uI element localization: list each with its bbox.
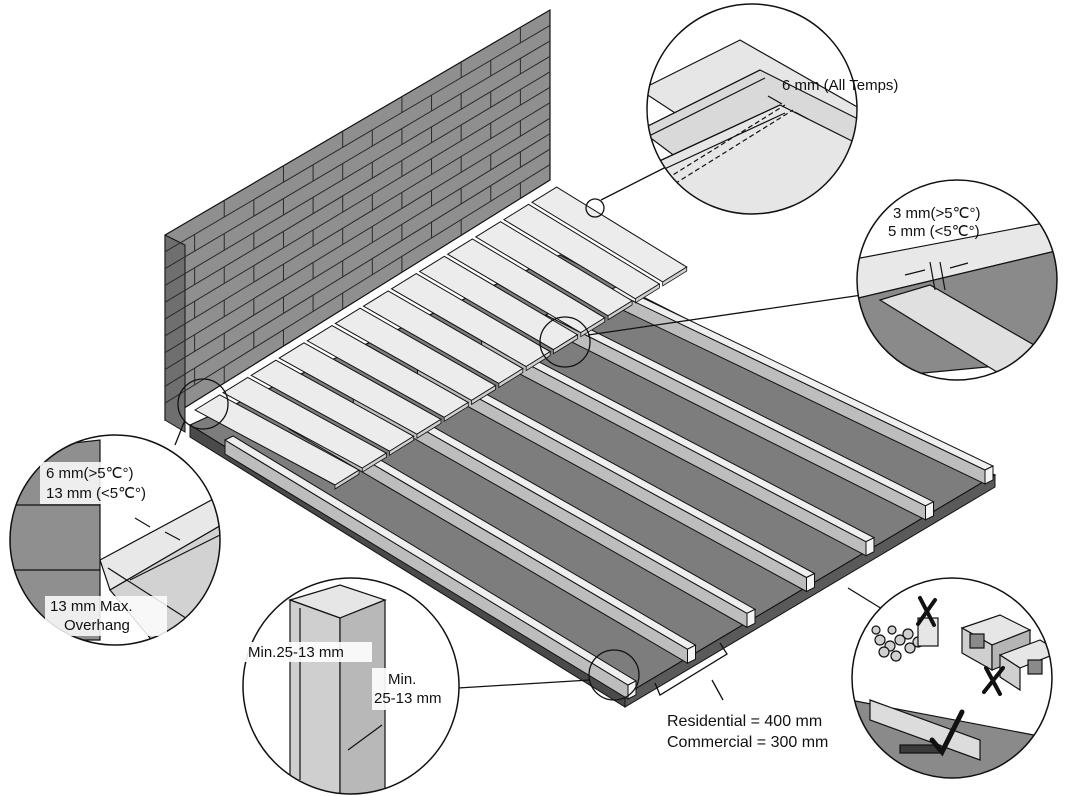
brick-course-line — [164, 117, 551, 354]
joist-height-label: Min.25-13 mm — [248, 644, 344, 661]
joist-spacing-bracket — [654, 642, 728, 696]
residential-spacing-label: Residential = 400 mm — [667, 713, 822, 730]
deck-board-end — [416, 418, 442, 439]
deck-boards — [193, 186, 688, 490]
right-gap-warm-label: 3 mm(>5℃°) — [893, 205, 980, 222]
brick-course-line — [164, 40, 551, 270]
joist-end — [865, 536, 875, 557]
right-gap-cold-label: 5 mm (<5℃°) — [888, 223, 980, 240]
callout-joist-size: Min.25-13 mm Min. 25-13 mm — [242, 577, 460, 795]
callout-board-end-gap: 6 mm (All Temps) — [646, 3, 898, 215]
hollow-blocks — [960, 614, 1052, 692]
brick-course-line — [164, 148, 551, 387]
deck-board-end — [634, 283, 660, 304]
top-gap-label: 6 mm (All Temps) — [782, 77, 898, 94]
cross-mark-icon — [916, 596, 937, 627]
overhang-value-label: 13 mm Max. — [50, 598, 133, 615]
brick-course-line — [164, 55, 551, 286]
joist-end — [687, 644, 696, 664]
joist-width-value-label: 25-13 mm — [374, 690, 442, 707]
deck-board-end — [553, 334, 578, 355]
deck-board-end — [498, 367, 524, 389]
brick-course-line — [164, 164, 551, 404]
cross-mark-icon — [982, 666, 1005, 696]
brick-course-line — [164, 25, 551, 253]
wall-gap-cold-label: 13 mm (<5℃°) — [46, 485, 146, 502]
brick-course-line — [164, 86, 551, 320]
overhang-word-label: Overhang — [64, 617, 130, 634]
brick-wall — [164, 8, 551, 433]
wall-side — [164, 234, 186, 433]
joist-end — [746, 608, 756, 629]
deck-board-end — [662, 266, 688, 287]
deck-board-end — [389, 435, 415, 456]
deck-board-end — [580, 317, 606, 338]
joist-end — [925, 501, 934, 521]
joist-end — [806, 572, 815, 593]
commercial-spacing-label: Commercial = 300 mm — [667, 734, 828, 751]
joist-end — [984, 465, 994, 485]
gravel-pile — [871, 625, 924, 662]
deck-board-end — [443, 401, 469, 423]
brick-course-line — [164, 133, 551, 370]
callout-support-options — [851, 577, 1053, 779]
deck-board-end — [607, 300, 633, 321]
callout-wall-gap: 6 mm(>5℃°) 13 mm (<5℃°) 13 mm Max. Overh… — [9, 434, 221, 646]
deck-board-end — [361, 452, 387, 473]
deck-board-end — [471, 384, 496, 406]
wall-gap-warm-label: 6 mm(>5℃°) — [46, 465, 133, 482]
brick-course-line — [164, 71, 551, 303]
callout-board-side-gap: 3 mm(>5℃°) 5 mm (<5℃°) — [856, 179, 1058, 381]
check-mark-icon — [929, 709, 965, 757]
deck-board-end — [334, 469, 360, 490]
joist-width-min-label: Min. — [388, 671, 416, 688]
brick-course-line — [164, 102, 551, 337]
